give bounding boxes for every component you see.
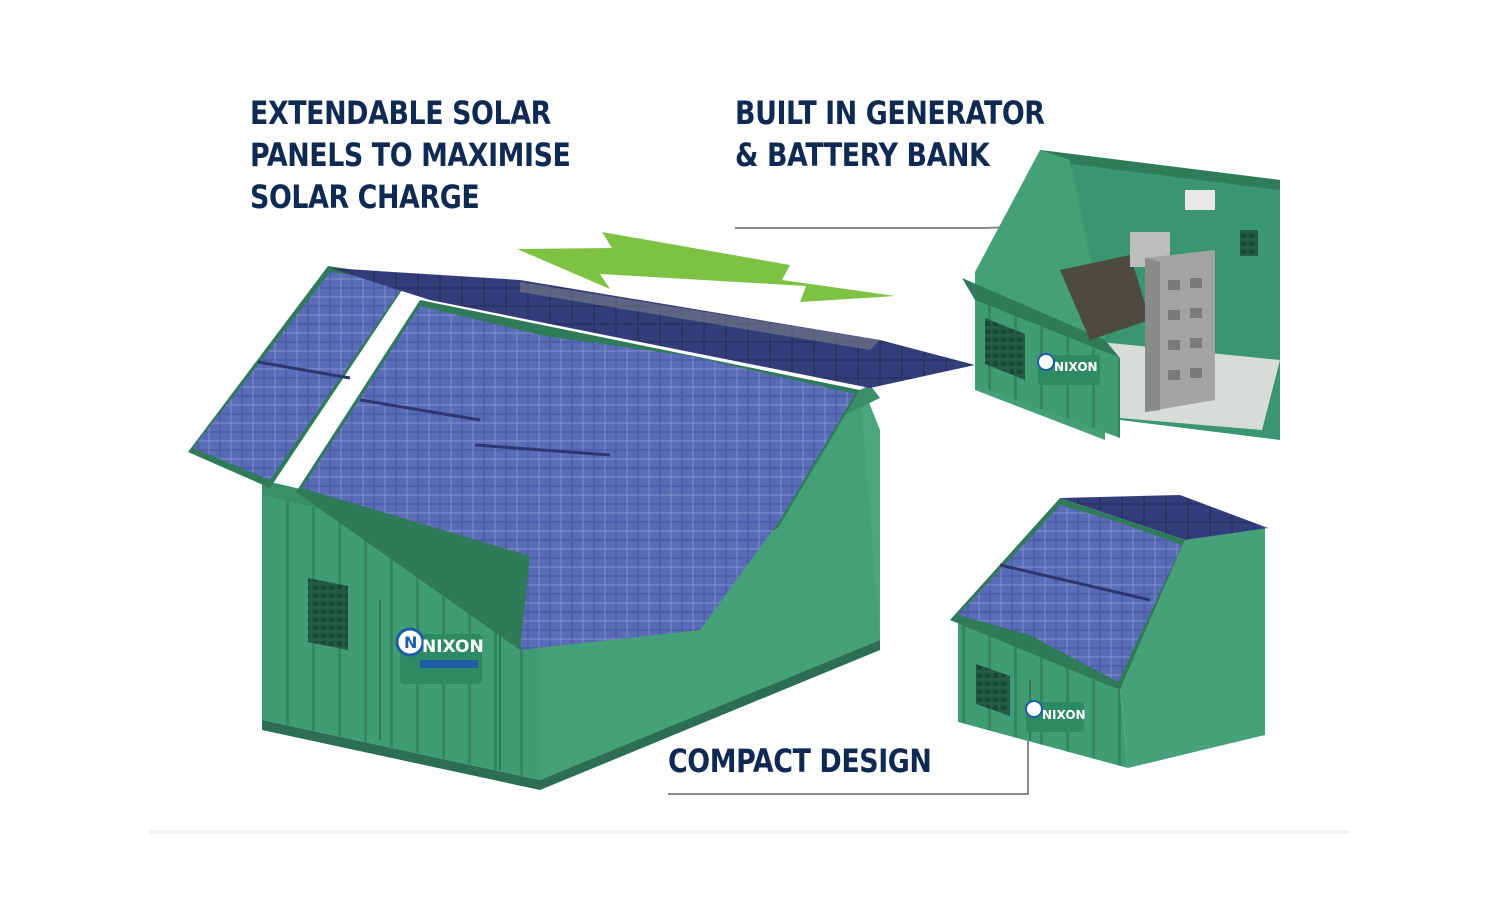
logo-word-small: NIXON bbox=[1054, 360, 1098, 374]
caption-extendable-solar: EXTENDABLE SOLAR PANELS TO MAXIMISE SOLA… bbox=[250, 92, 571, 218]
extended-solar-unit: N NIXON bbox=[188, 266, 975, 790]
double-headed-arrow-icon bbox=[517, 232, 895, 302]
svg-text:N: N bbox=[404, 633, 417, 652]
nixon-logo-compact: NIXON bbox=[1025, 700, 1086, 732]
logo-word-compact: NIXON bbox=[1042, 708, 1086, 722]
logo-word: NIXON bbox=[422, 637, 484, 657]
generator-unit: NIXON bbox=[962, 150, 1280, 440]
nixon-logo-small: NIXON bbox=[1037, 353, 1100, 385]
caption-generator: BUILT IN GENERATOR & BATTERY BANK bbox=[735, 92, 1045, 176]
nixon-logo: N NIXON bbox=[395, 627, 484, 684]
caption-line: SOLAR CHARGE bbox=[250, 178, 480, 216]
caption-line: PANELS TO MAXIMISE bbox=[250, 136, 571, 174]
caption-line: BUILT IN GENERATOR bbox=[735, 94, 1045, 132]
caption-line: COMPACT DESIGN bbox=[668, 742, 932, 780]
caption-line: EXTENDABLE SOLAR bbox=[250, 94, 551, 132]
caption-line: & BATTERY BANK bbox=[735, 136, 990, 174]
compact-unit: NIXON bbox=[950, 495, 1268, 768]
caption-compact-design: COMPACT DESIGN bbox=[668, 740, 932, 782]
